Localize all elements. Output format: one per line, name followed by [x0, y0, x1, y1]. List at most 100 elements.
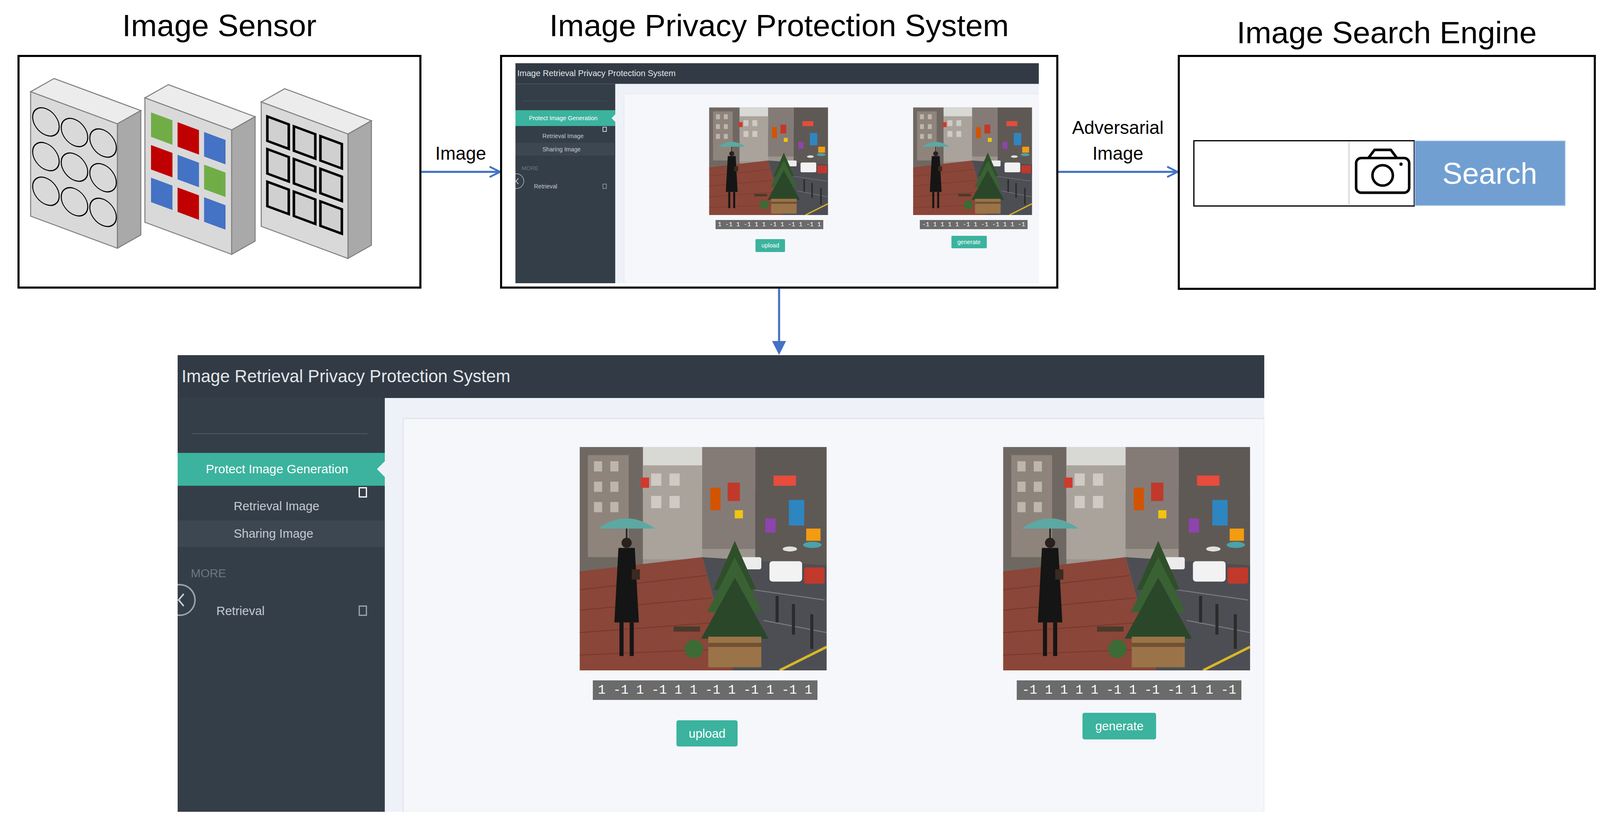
button-label: generate [957, 238, 981, 246]
edge-label: Image [433, 140, 488, 167]
menu-item: Retrieval [534, 183, 558, 190]
component-box: Image Search EngineSearch [1177, 54, 1597, 290]
menu-tab-label: Protect Image Generation [528, 114, 598, 122]
menu-icon [359, 487, 367, 497]
sensor-layer-pixels [320, 136, 342, 169]
menu-icon [602, 127, 607, 132]
menu-highlight-band [515, 142, 616, 156]
sensor-layer-pixels [320, 201, 342, 234]
menu-item: Sharing Image [542, 146, 581, 153]
original-photo [708, 107, 828, 216]
sensor-layer-lens [32, 103, 60, 140]
flow-arrow [1058, 170, 1178, 174]
sensor-layer-color-filter [177, 122, 200, 155]
menu-icon [359, 606, 367, 616]
menu-highlight-band [177, 520, 385, 548]
flow-arrow [777, 288, 781, 347]
window-title: Image Retrieval Privacy Protection Syste… [517, 68, 676, 79]
title-bar [515, 63, 1039, 85]
sensor-layer-lens [117, 110, 141, 249]
sensor-layer-color-filter [151, 145, 173, 178]
action-button: generate [1082, 713, 1157, 740]
tab-notch [376, 461, 385, 478]
menu-tab: Protect Image Generation [177, 453, 385, 486]
sensor-layer-pixels [267, 116, 290, 149]
sensor-layer-pixels [261, 101, 348, 259]
menu-tab: Protect Image Generation [515, 110, 616, 127]
component-title: Image Sensor [122, 7, 317, 44]
hash-code-strip: 1 -1 1 -1 1 1 -1 1 -1 1 -1 1 [592, 680, 818, 701]
hash-code-strip: -1 1 1 1 1 -1 1 -1 -1 1 1 -1 [919, 220, 1028, 230]
flow-arrow [421, 170, 501, 174]
sensor-layer-color-filter [204, 164, 226, 198]
sidebar-separator [191, 433, 368, 434]
sensor-layer-pixels [293, 126, 316, 159]
sensor-layer-color-filter [144, 97, 232, 255]
sensor-layer-lens [61, 114, 88, 151]
sensor-layer-lens [30, 91, 118, 249]
hash-code-strip: 1 -1 1 -1 1 1 -1 1 -1 1 -1 1 [715, 220, 824, 230]
collapse-button [515, 173, 524, 189]
search-button: Search [1414, 140, 1566, 206]
sensor-layer-color-filter [151, 112, 173, 145]
sensor-layer-color-filter [231, 116, 256, 255]
sensor-layer-color-filter [144, 84, 256, 255]
sensor-layer-lens [89, 159, 117, 196]
component-title: Image Search Engine [1236, 14, 1537, 51]
sensor-layer-pixels [261, 88, 372, 259]
menu-item: Retrieval Image [542, 132, 584, 140]
button-label: upload [761, 242, 780, 249]
sensor-layer-lens [30, 91, 118, 249]
content-panel [403, 418, 1265, 813]
camera-icon [1356, 149, 1410, 193]
hash-code-strip: -1 1 1 1 1 -1 1 -1 -1 1 1 -1 [1016, 680, 1242, 701]
title-bar [177, 355, 1265, 399]
camera-icon [1399, 162, 1403, 166]
menu-item: Sharing Image [233, 526, 314, 541]
component-title: Image Privacy Protection System [549, 7, 1009, 44]
sensor-layer-pixels [320, 168, 342, 202]
action-button: upload [755, 239, 786, 253]
collapse-chevron [178, 594, 184, 607]
tab-notch [611, 114, 616, 122]
button-label: upload [688, 726, 726, 741]
collapse-button [177, 584, 196, 616]
menu-item: Retrieval [216, 604, 265, 619]
search-input [1193, 140, 1415, 206]
sensor-layer-color-filter [151, 177, 173, 211]
sensor-layer-color-filter [204, 131, 226, 165]
menu-section: MORE [190, 566, 227, 580]
sensor-layer-color-filter [204, 197, 226, 230]
sensor-layer-lens [30, 78, 142, 249]
content-panel [624, 93, 1039, 284]
component-box: Image Sensor [17, 54, 422, 289]
collapse-chevron [515, 178, 519, 185]
sensor-layer-lens [32, 138, 60, 175]
sensor-layer-color-filter [144, 97, 232, 255]
search-input [1348, 141, 1350, 206]
menu-icon [602, 184, 607, 189]
sensor-layer-color-filter [177, 154, 200, 188]
menu-section: MORE [521, 165, 539, 172]
original-photo [579, 446, 827, 671]
sensor-layer-lens [89, 194, 117, 231]
sensor-layer-lens [61, 148, 88, 186]
sidebar [177, 398, 385, 813]
component-box: Image Privacy Protection SystemImage Ret… [500, 54, 1059, 289]
app-window: Image Retrieval Privacy Protection Syste… [515, 63, 1039, 284]
window-title: Image Retrieval Privacy Protection Syste… [181, 366, 511, 387]
adversarial-photo [912, 107, 1032, 216]
sensor-layer-pixels [293, 158, 316, 192]
edge-label: Adversarial Image [1070, 114, 1166, 166]
sensor-layer-lens [32, 173, 60, 210]
sensor-layer-color-filter [177, 187, 200, 221]
sensor-layer-pixels [267, 181, 290, 215]
hash-code: 1 -1 1 -1 1 1 -1 1 -1 1 -1 1 [597, 683, 813, 698]
search-input [1193, 140, 1415, 206]
sensor-layer-pixels [261, 101, 348, 259]
sensor-layer-lens [61, 183, 88, 221]
sensor-layer-pixels [347, 120, 372, 259]
adversarial-photo [1003, 446, 1251, 671]
app-window: Image Retrieval Privacy Protection Syste… [177, 355, 1265, 813]
